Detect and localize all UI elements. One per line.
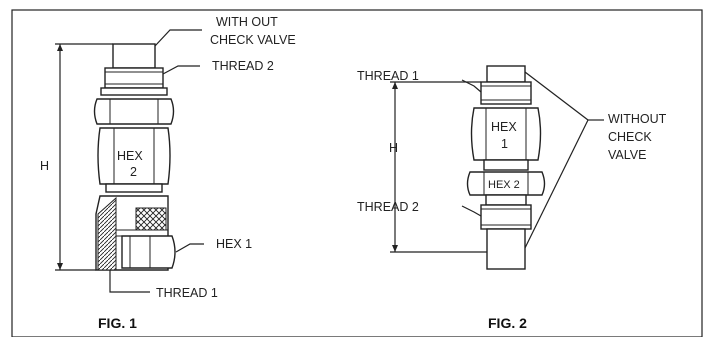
fig2-caption: FIG. 2 bbox=[488, 315, 527, 331]
fig2-thread1-label: THREAD 1 bbox=[357, 69, 419, 83]
fig1-collar bbox=[100, 87, 168, 96]
fig1-knurl bbox=[135, 207, 167, 231]
fig1-hex1-label: HEX 1 bbox=[216, 237, 252, 251]
fig1-leader-thread2 bbox=[162, 65, 200, 75]
fig2-leader-thread1 bbox=[461, 79, 482, 93]
fig2-leader-without-a bbox=[524, 71, 589, 121]
fig2-thread2-label: THREAD 2 bbox=[357, 200, 419, 214]
fig2-leader-thread2 bbox=[461, 205, 482, 217]
fig1-cut-section bbox=[97, 196, 117, 271]
fig1-hex1-nut bbox=[121, 235, 176, 269]
diagram-border bbox=[11, 9, 703, 337]
fig2-thread1 bbox=[480, 81, 532, 105]
fig2-leader-without-b bbox=[524, 119, 589, 249]
fig2-hex1 bbox=[470, 107, 542, 161]
fig2-hex1-label-top: HEX bbox=[491, 120, 517, 134]
fig1-check-label-2: CHECK VALVE bbox=[210, 33, 296, 47]
fig1-dimension-label: H bbox=[40, 159, 49, 173]
fig2-hex2-label: HEX 2 bbox=[488, 179, 520, 191]
fig1-leader-thread1 bbox=[109, 270, 150, 293]
fig1-caption: FIG. 1 bbox=[98, 315, 137, 331]
fig1-upper-nut bbox=[93, 98, 175, 125]
fig2-without-label-3: VALVE bbox=[608, 148, 646, 162]
fig1-leader-hex1 bbox=[175, 243, 204, 253]
fig1-thread2-label: THREAD 2 bbox=[212, 59, 274, 73]
fig2-neck2 bbox=[485, 194, 527, 206]
fig1-thread1-label: THREAD 1 bbox=[156, 286, 218, 300]
fig1-neck bbox=[105, 183, 163, 193]
fig1-hex-label-top: HEX bbox=[117, 149, 143, 163]
fig1-hex-label-bottom: 2 bbox=[130, 165, 137, 179]
fig2-tube-top bbox=[486, 65, 526, 83]
fig2-without-label-2: CHECK bbox=[608, 130, 652, 144]
fig1-drawing bbox=[55, 29, 204, 293]
fig2-without-label-1: WITHOUT bbox=[608, 112, 667, 126]
fig2-neck bbox=[483, 159, 529, 171]
fig2-hex1-label-bottom: 1 bbox=[501, 137, 508, 151]
fig1-tube-top bbox=[112, 43, 156, 69]
fig1-hex2-body bbox=[97, 127, 171, 185]
fig2-drawing bbox=[390, 65, 604, 270]
fig2-hex2 bbox=[466, 171, 546, 196]
fig2-dimension-label: H bbox=[389, 141, 398, 155]
fig2-tube-bottom bbox=[486, 228, 526, 270]
fig1-leader-check bbox=[154, 29, 202, 47]
fig1-thread2 bbox=[104, 67, 164, 89]
fig1-check-label-1: WITH OUT bbox=[216, 15, 278, 29]
